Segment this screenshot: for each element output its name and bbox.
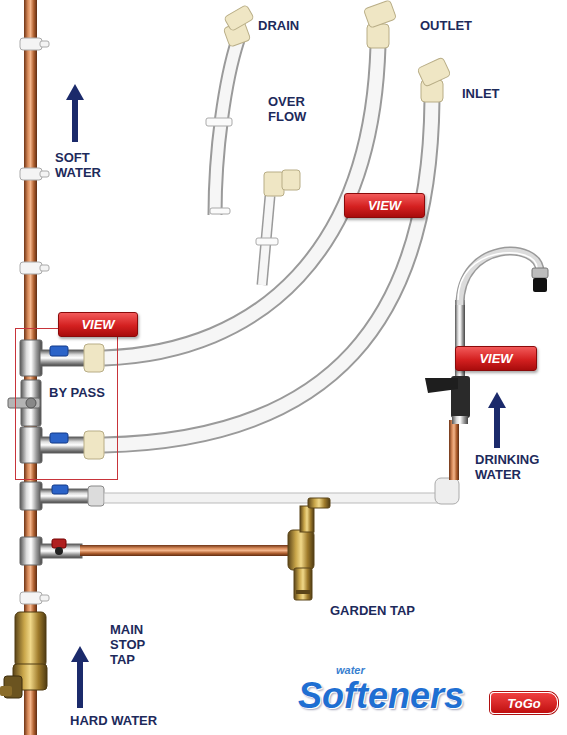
bypass-valves bbox=[8, 340, 104, 463]
drinking-water-line-part bbox=[435, 478, 459, 504]
view-button: VIEW bbox=[455, 346, 537, 371]
bypass-valves-part bbox=[84, 344, 104, 372]
bypass-frame: BY PASS bbox=[15, 328, 118, 480]
part-label: OVER FLOW bbox=[268, 94, 318, 124]
softener-hoses-part bbox=[104, 100, 432, 445]
garden-tap-line-part bbox=[288, 530, 314, 570]
main-pipe-part bbox=[20, 168, 42, 180]
hose-fittings-part bbox=[363, 0, 396, 28]
hose-fittings-part bbox=[282, 170, 300, 190]
bypass-valves-part bbox=[20, 427, 42, 463]
drinking-water-line-part bbox=[449, 420, 459, 480]
hose-fittings-part bbox=[206, 118, 232, 126]
drinking-water-line-part bbox=[88, 486, 104, 506]
softener-hoses-part bbox=[215, 40, 238, 215]
garden-tap-line-part bbox=[80, 545, 292, 556]
garden-tap-line-part bbox=[294, 568, 312, 600]
bypass-valves-part bbox=[20, 340, 42, 376]
logo-text: water bbox=[336, 664, 365, 676]
flow-arrows-part bbox=[494, 406, 500, 448]
softener-hoses-part bbox=[104, 46, 378, 358]
flow-label: DRINKING WATER bbox=[475, 452, 557, 482]
softener-hoses bbox=[104, 40, 432, 445]
flow-label: HARD WATER bbox=[70, 713, 157, 728]
flow-arrows-part bbox=[72, 98, 78, 142]
bypass-valves-part bbox=[50, 346, 68, 356]
main-stop-tap bbox=[0, 612, 47, 698]
flow-arrows-part bbox=[66, 84, 84, 100]
hose-fittings-part bbox=[367, 24, 389, 48]
garden-tap-line bbox=[20, 498, 330, 600]
node-text: VIEW bbox=[81, 317, 114, 332]
node-text: BY PASS bbox=[49, 385, 117, 400]
bypass-valves-part bbox=[50, 433, 68, 443]
logo-text: Softeners bbox=[298, 677, 464, 715]
drinking-water-line-part bbox=[460, 251, 540, 305]
flow-arrows-part bbox=[77, 660, 83, 708]
node-text: ToGo bbox=[507, 696, 540, 711]
node-text: VIEW bbox=[479, 351, 512, 366]
softener-hoses-part bbox=[215, 40, 238, 215]
drinking-water-line-part bbox=[425, 378, 458, 393]
softener-hoses-part bbox=[104, 100, 432, 445]
garden-tap-line-part bbox=[296, 590, 310, 594]
main-pipe-part bbox=[40, 595, 49, 601]
drinking-water-line-part bbox=[458, 253, 537, 300]
main-pipe-part bbox=[40, 265, 49, 271]
view-button: VIEW bbox=[344, 193, 425, 218]
softener-hoses-part bbox=[104, 46, 378, 358]
flow-label: SOFT WATER bbox=[55, 150, 111, 180]
hose-fittings-part bbox=[256, 238, 278, 245]
hose-fittings-part bbox=[417, 57, 451, 87]
drinking-water-line-part bbox=[533, 278, 547, 292]
bypass-valves-part bbox=[26, 398, 36, 408]
garden-tap-line-part bbox=[55, 547, 63, 555]
hose-fittings-part bbox=[264, 172, 284, 196]
part-label: GARDEN TAP bbox=[330, 603, 415, 618]
drinking-water-line-part bbox=[20, 482, 42, 510]
main-stop-tap-part bbox=[0, 686, 12, 696]
flow-arrows-part bbox=[488, 392, 506, 408]
logo-badge: ToGo bbox=[490, 692, 558, 714]
node-text: VIEW bbox=[368, 198, 401, 213]
hose-fittings-part bbox=[224, 5, 255, 32]
drinking-water-line-part bbox=[532, 268, 548, 278]
main-pipe-part bbox=[20, 38, 42, 50]
drinking-water-line-part bbox=[104, 493, 438, 503]
main-pipe-part bbox=[20, 592, 42, 604]
view-button: VIEW bbox=[58, 312, 138, 337]
main-stop-tap-part bbox=[15, 612, 46, 667]
drinking-water-line bbox=[20, 251, 548, 510]
garden-tap-line-part bbox=[20, 537, 42, 565]
flow-arrows-part bbox=[71, 646, 89, 662]
bypass-valves-part bbox=[84, 431, 104, 459]
main-pipe-part bbox=[20, 262, 42, 274]
main-pipe-part bbox=[40, 171, 49, 177]
drinking-water-line-part bbox=[460, 251, 540, 305]
drinking-water-line-part bbox=[52, 485, 68, 494]
garden-tap-line-part bbox=[300, 506, 314, 532]
bypass-valves-part bbox=[8, 398, 40, 408]
drinking-water-line-part bbox=[452, 416, 468, 424]
part-label: INLET bbox=[462, 86, 500, 101]
garden-tap-line-part bbox=[308, 498, 330, 508]
garden-tap-line-part bbox=[52, 539, 66, 548]
flow-arrows bbox=[66, 84, 506, 708]
part-label: DRAIN bbox=[258, 18, 299, 33]
hose-fittings-part bbox=[210, 208, 230, 214]
part-label: MAIN STOP TAP bbox=[110, 622, 158, 667]
hose-fittings bbox=[206, 0, 451, 245]
main-pipe-part bbox=[40, 41, 49, 47]
part-label: OUTLET bbox=[420, 18, 472, 33]
